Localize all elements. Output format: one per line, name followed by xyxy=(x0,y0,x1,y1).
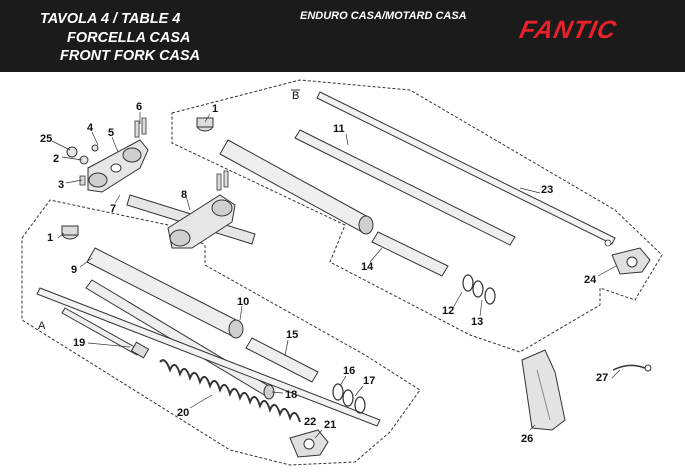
axle-bracket-a xyxy=(289,429,329,458)
hose-clamp xyxy=(612,364,652,372)
cartridge-b xyxy=(316,91,616,247)
callout-9: 9 xyxy=(71,264,77,276)
callout-8: 8 xyxy=(181,189,187,201)
lower-triple-clamp xyxy=(167,170,236,249)
inner-tube-b xyxy=(294,129,516,246)
callout-23: 23 xyxy=(541,184,553,196)
seal-rings-b xyxy=(462,274,496,305)
outer-tube-a xyxy=(86,247,244,339)
group-label-b: B xyxy=(292,90,299,102)
callout-17: 17 xyxy=(363,375,375,387)
callout-22: 22 xyxy=(304,416,316,428)
callout-1-top: 1 xyxy=(212,103,218,115)
callout-13: 13 xyxy=(471,316,483,328)
upper-triple-clamp xyxy=(79,117,149,193)
model-variant: ENDURO CASA/MOTARD CASA xyxy=(300,10,467,22)
fork-cap-b xyxy=(196,117,214,132)
callout-15: 15 xyxy=(286,329,298,341)
group-label-a: A xyxy=(38,320,46,332)
table-title: TAVOLA 4 / TABLE 4 xyxy=(40,11,181,27)
spring-spacer-b xyxy=(371,231,449,277)
callout-12: 12 xyxy=(442,305,454,317)
callout-25: 25 xyxy=(40,133,52,145)
fork-spring-a xyxy=(159,359,301,423)
callout-16: 16 xyxy=(343,365,355,377)
fork-cap-a xyxy=(61,225,79,240)
damper-rod-a xyxy=(61,307,150,359)
callout-2: 2 xyxy=(53,153,59,165)
callout-7: 7 xyxy=(110,203,116,215)
callout-19: 19 xyxy=(73,337,85,349)
callout-5: 5 xyxy=(108,127,114,139)
outer-tube-b xyxy=(219,139,374,235)
callout-20: 20 xyxy=(177,407,189,419)
callout-4: 4 xyxy=(87,122,94,134)
callout-1-left: 1 xyxy=(47,232,53,244)
exploded-view-diagram: B A xyxy=(21,79,663,466)
assembly-title-it: FORCELLA CASA xyxy=(67,30,191,46)
seal-rings-a xyxy=(332,383,366,414)
callout-3: 3 xyxy=(58,179,64,191)
callout-18: 18 xyxy=(285,389,297,401)
handlebar-clamp-bolts xyxy=(66,144,99,165)
leader-lines xyxy=(51,112,621,439)
fork-guard xyxy=(521,349,566,431)
cartridge-a xyxy=(36,287,381,427)
spacer-a xyxy=(245,337,319,383)
group-b-outline xyxy=(171,79,663,353)
group-a-outline xyxy=(21,199,421,466)
callout-11: 11 xyxy=(333,123,345,135)
callout-10: 10 xyxy=(237,296,249,308)
callout-24: 24 xyxy=(584,274,597,286)
callout-6: 6 xyxy=(136,101,142,113)
callout-21: 21 xyxy=(324,419,336,431)
assembly-title-en: FRONT FORK CASA xyxy=(60,48,201,64)
callout-26: 26 xyxy=(521,433,533,445)
fantic-logo: FANTIC xyxy=(517,16,620,44)
header-bar: TAVOLA 4 / TABLE 4 FORCELLA CASA FRONT F… xyxy=(0,0,685,72)
callout-27: 27 xyxy=(596,372,608,384)
axle-bracket-b xyxy=(611,247,651,275)
callout-14: 14 xyxy=(361,261,374,273)
